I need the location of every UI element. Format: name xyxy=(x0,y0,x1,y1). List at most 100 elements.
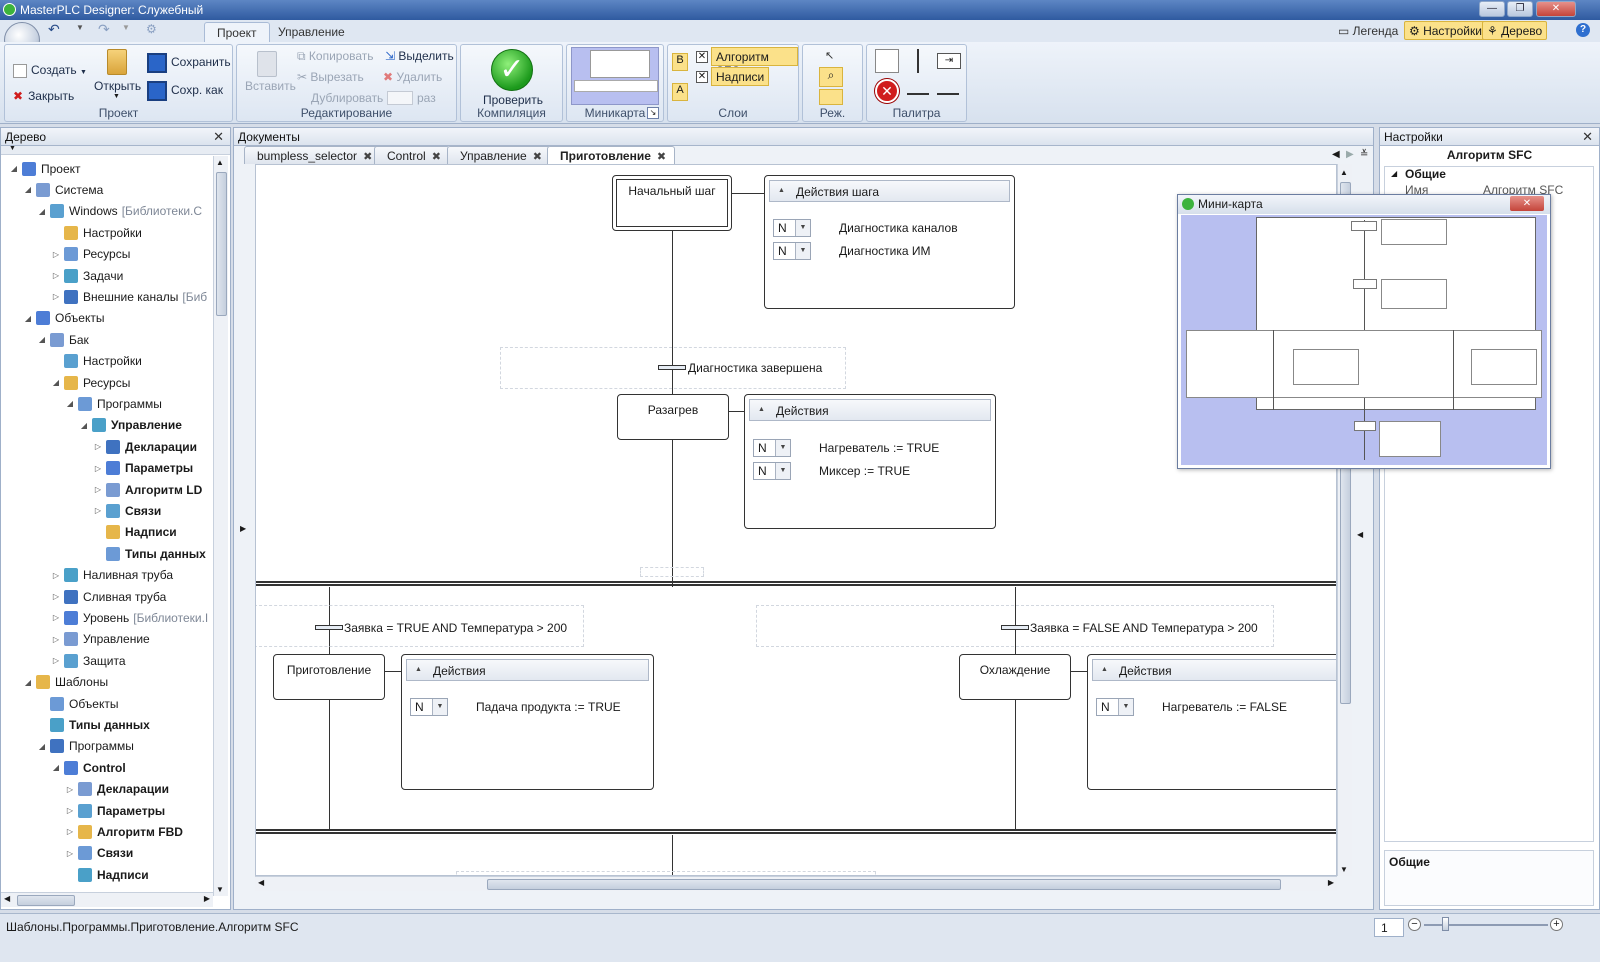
legend-button[interactable]: ▭ Легенда xyxy=(1338,24,1399,38)
tree-item[interactable]: ▷Параметры xyxy=(65,800,165,821)
maximize-button[interactable]: ❐ xyxy=(1507,1,1533,17)
close-project-button[interactable]: ✖Закрыть xyxy=(13,89,75,103)
expand-toggle-icon[interactable]: ◢ xyxy=(38,741,46,751)
tree-item[interactable]: ◢Проект xyxy=(9,158,81,179)
tree-item[interactable]: ▷Параметры xyxy=(93,458,193,479)
redo-icon[interactable]: ↷ xyxy=(98,21,110,37)
tab-scroll-left-icon[interactable]: ◀ xyxy=(1332,149,1340,160)
property-name-value[interactable]: Алгоритм SFC xyxy=(1483,183,1564,197)
tree-item[interactable]: ◢Windows[Библиотеки.C xyxy=(37,201,202,222)
expand-toggle-icon[interactable]: ▷ xyxy=(52,634,60,644)
duplicate-button[interactable]: Дублировать xyxy=(311,91,384,105)
cooling-actions-header[interactable]: Действия xyxy=(1092,659,1336,681)
transition-diag-done[interactable] xyxy=(658,365,686,370)
scroll-left-icon[interactable]: ◀ xyxy=(258,878,265,887)
tree-item[interactable]: Настройки xyxy=(51,222,142,243)
cooking-actions[interactable]: Действия NПадача продукта := TRUE xyxy=(401,654,654,790)
action-qualifier-select[interactable]: N xyxy=(1096,698,1134,716)
minimize-button[interactable]: — xyxy=(1479,1,1505,17)
create-button[interactable]: Создать ▼ xyxy=(13,63,87,78)
layer-sfc-label[interactable]: Алгоритм SFC xyxy=(711,47,798,78)
scroll-left-icon[interactable]: ◀ xyxy=(4,894,11,903)
expand-toggle-icon[interactable]: ◢ xyxy=(80,420,88,430)
step-cooking[interactable]: Приготовление xyxy=(273,654,385,700)
property-section-general[interactable]: Общие xyxy=(1405,167,1446,181)
expand-toggle-icon[interactable]: ▷ xyxy=(66,806,74,815)
cooling-actions[interactable]: Действия NНагреватель := FALSE xyxy=(1087,654,1336,790)
tree-item[interactable]: ◢Control xyxy=(51,757,126,778)
step-heating[interactable]: Разагрев xyxy=(617,394,729,440)
expand-toggle-icon[interactable]: ▷ xyxy=(94,506,102,516)
action-row[interactable]: NДиагностика каналов xyxy=(773,218,958,238)
expand-toggle-icon[interactable]: ▷ xyxy=(66,784,74,794)
undo-dropdown-icon[interactable]: ▼ xyxy=(76,23,84,32)
tree-item[interactable]: ◢Управление xyxy=(79,415,182,436)
simultaneous-branch-tool-icon[interactable] xyxy=(907,93,929,95)
tree-item[interactable]: Надписи xyxy=(93,522,177,543)
delete-button[interactable]: ✖ Удалить xyxy=(383,70,443,84)
tree-item[interactable]: ◢Ресурсы xyxy=(51,372,130,393)
tree-item[interactable]: ▷Сливная труба xyxy=(51,586,166,607)
tree-item[interactable]: ▷Задачи xyxy=(51,265,123,286)
minimap-view[interactable] xyxy=(1181,215,1547,465)
close-tree-panel-icon[interactable]: ✕ xyxy=(213,129,224,144)
help-icon[interactable]: ? xyxy=(1576,23,1590,37)
expand-toggle-icon[interactable]: ▷ xyxy=(66,848,74,858)
close-tab-icon[interactable]: ✖ xyxy=(532,151,542,163)
action-qualifier-select[interactable]: N xyxy=(753,462,791,480)
transition-branch-right[interactable] xyxy=(1001,625,1029,630)
tree-item[interactable]: ▷Защита xyxy=(51,650,126,671)
action-qualifier-select[interactable]: N xyxy=(773,219,811,237)
expand-toggle-icon[interactable]: ▷ xyxy=(52,613,60,623)
tree-item[interactable]: ▷Наливная труба xyxy=(51,565,173,586)
doc-tab-bumpless-selector[interactable]: bumpless_selector✖ xyxy=(244,146,382,164)
tree-item[interactable]: ▷Внешние каналы[Биб xyxy=(51,286,207,307)
customize-icon[interactable]: ⚙ xyxy=(146,22,157,36)
tab-list-icon[interactable]: ≚ xyxy=(1360,149,1369,160)
tree-item[interactable]: ◢Программы xyxy=(37,736,134,757)
scroll-up-icon[interactable]: ▲ xyxy=(216,158,224,167)
tree-item[interactable]: ▷Алгоритм LD xyxy=(93,479,202,500)
tree-item[interactable]: ◢Программы xyxy=(65,393,162,414)
layer-a-button[interactable]: A xyxy=(672,83,688,101)
heating-actions-header[interactable]: Действия xyxy=(749,399,991,421)
minimap-expand-icon[interactable]: ↘ xyxy=(647,107,659,119)
settings-toggle-button[interactable]: ⚙ Настройки xyxy=(1404,21,1487,40)
initial-step-actions[interactable]: Действия шага NДиагностика каналов NДиаг… xyxy=(764,175,1015,309)
tree-item[interactable]: Типы данных xyxy=(93,543,206,564)
expand-right-panel-icon[interactable]: ◀ xyxy=(1357,530,1364,539)
zoom-slider-thumb[interactable] xyxy=(1442,917,1449,931)
zoom-in-icon[interactable]: + xyxy=(1550,918,1563,931)
step-tool-icon[interactable] xyxy=(875,49,899,73)
expand-toggle-icon[interactable]: ▷ xyxy=(52,292,60,302)
tree-item[interactable]: Типы данных xyxy=(37,714,150,735)
canvas-horizontal-scrollbar[interactable]: ◀ ▶ xyxy=(255,876,1337,891)
close-window-button[interactable]: ✕ xyxy=(1536,1,1576,17)
action-qualifier-select[interactable]: N xyxy=(753,439,791,457)
tree-item[interactable]: Надписи xyxy=(65,864,149,885)
expand-toggle-icon[interactable]: ▷ xyxy=(94,442,102,452)
copy-button[interactable]: ⧉ Копировать xyxy=(297,49,374,63)
action-qualifier-select[interactable]: N xyxy=(773,242,811,260)
tab-control[interactable]: Управление xyxy=(278,25,345,39)
expand-toggle-icon[interactable]: ▷ xyxy=(52,570,60,580)
action-qualifier-select[interactable]: N xyxy=(410,698,448,716)
sfc-diagram-canvas[interactable]: Начальный шаг Действия шага NДиагностика… xyxy=(255,164,1337,876)
line-tool-icon[interactable] xyxy=(917,49,919,73)
tree-toggle-button[interactable]: ⚘ Дерево xyxy=(1482,21,1548,40)
tree-item[interactable]: ▷Алгоритм FBD xyxy=(65,821,183,842)
jump-tool-icon[interactable]: ⇥ xyxy=(937,53,961,69)
tree-item[interactable]: Настройки xyxy=(51,351,142,372)
canvas-hscroll-thumb[interactable] xyxy=(487,879,1281,890)
tree-item[interactable]: ◢Система xyxy=(23,179,103,200)
pan-mode-icon[interactable] xyxy=(819,89,843,105)
tree-item[interactable]: ◢Объекты xyxy=(23,308,105,329)
expand-toggle-icon[interactable]: ▷ xyxy=(52,249,60,259)
tree-item[interactable]: ◢Шаблоны xyxy=(23,672,108,693)
action-row[interactable]: NПадача продукта := TRUE xyxy=(410,697,621,717)
tree-item[interactable]: ▷Декларации xyxy=(93,436,197,457)
scroll-down-icon[interactable]: ▼ xyxy=(1340,865,1348,874)
expand-toggle-icon[interactable]: ◢ xyxy=(38,206,46,216)
expand-left-panel-icon[interactable]: ▶ xyxy=(240,524,247,533)
layer-b-button[interactable]: B xyxy=(672,53,688,71)
